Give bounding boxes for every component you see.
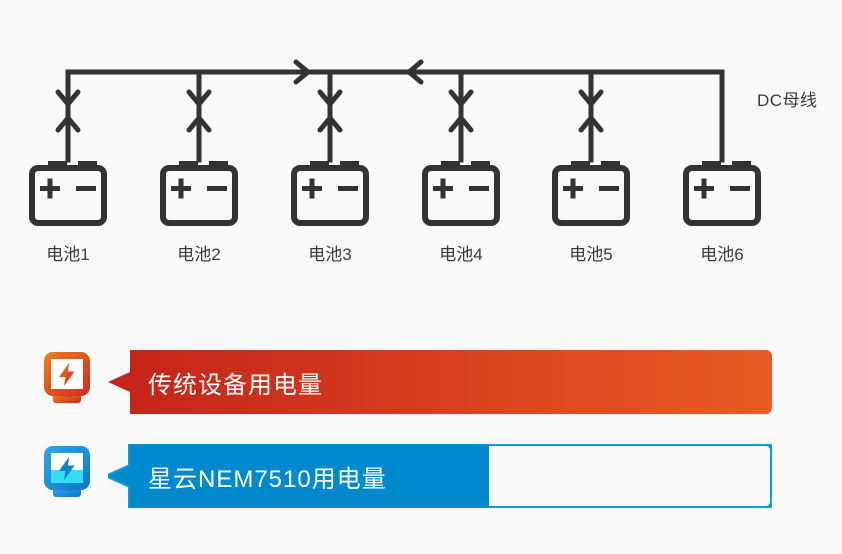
battery-5-icon: [552, 161, 630, 226]
branch-down-arrow-4: [448, 89, 474, 107]
battery-2-icon: [160, 161, 238, 226]
bus-arrow-left-icon: [406, 59, 424, 85]
battery-1-label: 电池1: [46, 245, 90, 264]
battery-level-fill: [51, 470, 83, 483]
legacy-bar-shape: [108, 350, 772, 414]
lightning-bolt-icon: [59, 363, 75, 386]
battery-3-label: 电池3: [308, 245, 352, 264]
legacy-consumption-bar: 传统设备用电量: [108, 350, 772, 414]
comparison-row-legacy: 传统设备用电量: [0, 344, 842, 416]
battery-4-label: 电池4: [439, 245, 483, 264]
branch-up-arrow-1: [55, 115, 81, 133]
branch-up-arrow-2: [186, 115, 212, 133]
branch-up-arrow-4: [448, 115, 474, 133]
battery-4-icon: [422, 161, 500, 226]
nem7510-bar-fill: [108, 444, 489, 508]
bus-arrow-right-icon: [293, 59, 311, 85]
dc-bus-schematic: DC母线 电池1 电池2 电池3 电池4 电池5 电池6: [29, 59, 818, 264]
dc-bus-label: DC母线: [757, 91, 818, 110]
battery-5-label: 电池5: [569, 245, 613, 264]
comparison-row-nem7510: 星云NEM7510用电量: [0, 438, 842, 510]
branch-down-arrow-5: [578, 89, 604, 107]
branch-down-arrow-3: [317, 89, 343, 107]
battery-6-label: 电池6: [700, 245, 744, 264]
battery-3-icon: [291, 161, 369, 226]
branch-down-arrow-2: [186, 89, 212, 107]
branch-up-arrow-3: [317, 115, 343, 133]
lightning-bolt-icon: [59, 457, 75, 480]
nem7510-consumption-bar: 星云NEM7510用电量: [108, 444, 772, 508]
power-device-icon-red: [43, 350, 91, 408]
power-device-icon-blue: [43, 444, 91, 502]
branch-down-arrow-1: [55, 89, 81, 107]
branch-up-arrow-5: [578, 115, 604, 133]
battery-2-label: 电池2: [177, 245, 221, 264]
battery-1-icon: [29, 161, 107, 226]
battery-6-icon: [683, 161, 761, 226]
